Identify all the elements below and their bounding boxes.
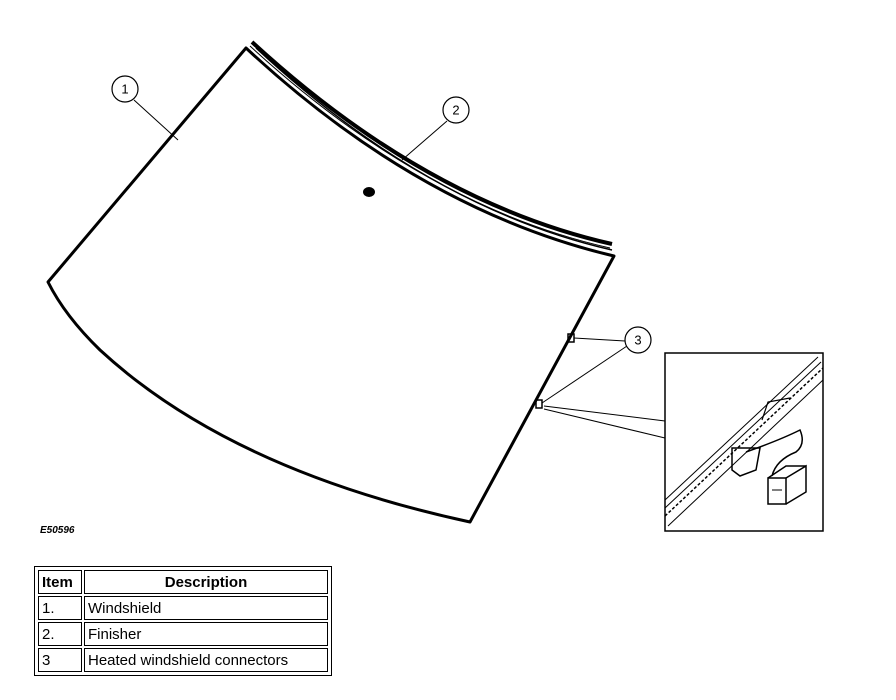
legend-row-description: Heated windshield connectors xyxy=(84,648,328,672)
legend-header-description: Description xyxy=(84,570,328,594)
windshield xyxy=(46,46,616,524)
legend-row-item: 3 xyxy=(38,648,82,672)
legend-row: 3 Heated windshield connectors xyxy=(38,648,328,672)
legend-header-item: Item xyxy=(38,570,82,594)
legend-row-description: Windshield xyxy=(84,596,328,620)
legend-row-item: 2. xyxy=(38,622,82,646)
legend-row-item: 1. xyxy=(38,596,82,620)
legend-header-row: Item Description xyxy=(38,570,328,594)
legend-row: 1. Windshield xyxy=(38,596,328,620)
figure-id: E50596 xyxy=(40,525,75,536)
connector-detail-inset xyxy=(664,352,824,532)
callout-3-label: 3 xyxy=(634,333,641,348)
callout-1: 1 xyxy=(111,75,179,141)
connector-tab-lower xyxy=(535,399,543,409)
legend-table: Item Description 1. Windshield 2. Finish… xyxy=(34,566,332,676)
legend-row: 2. Finisher xyxy=(38,622,328,646)
callout-3: 3 xyxy=(541,326,652,404)
callout-2: 2 xyxy=(401,96,470,161)
mirror-mount xyxy=(363,187,375,197)
detail-leaders xyxy=(543,405,666,439)
callout-1-label: 1 xyxy=(121,82,128,97)
callout-2-label: 2 xyxy=(452,103,459,118)
finisher-strip xyxy=(249,40,613,251)
legend-row-description: Finisher xyxy=(84,622,328,646)
